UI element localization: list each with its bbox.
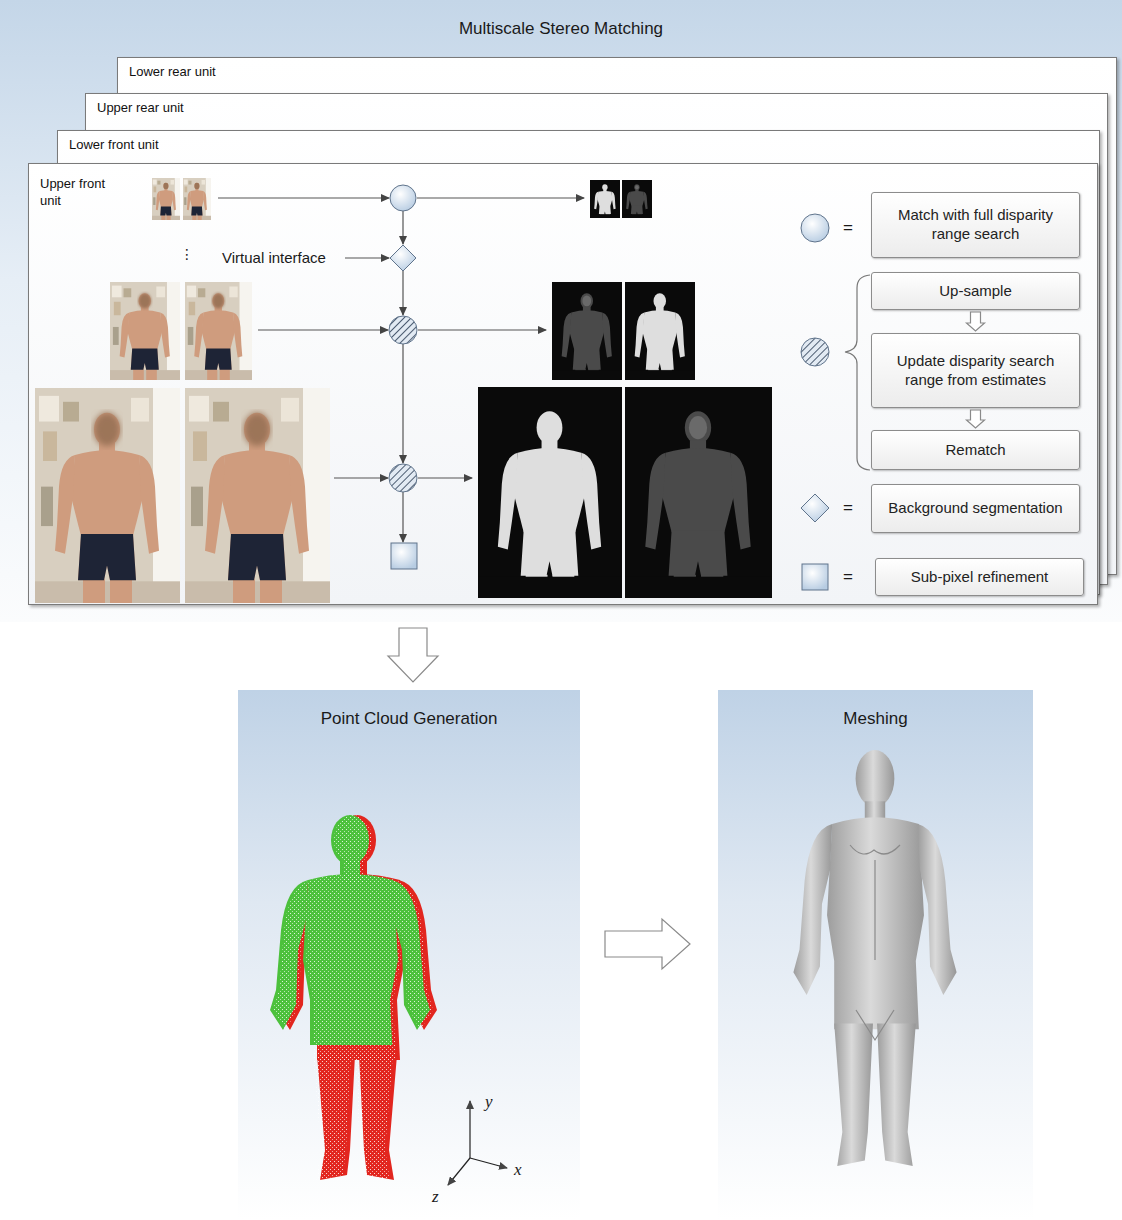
stereo-image: [110, 282, 180, 380]
point-texture: [273, 815, 433, 1180]
input-label: Virtual interface: [222, 249, 326, 266]
hollow-arrow: [388, 628, 438, 682]
disparity-map: [622, 180, 652, 218]
stereo-thumbnail: [183, 178, 211, 220]
stereo-image: [185, 282, 252, 380]
legend-box: Match with full disparity range search: [871, 192, 1080, 258]
legend-box: Rematch: [871, 430, 1080, 470]
hollow-arrow: [967, 410, 985, 428]
node-text: Upper front unit: [40, 176, 124, 210]
node-text: Multiscale Stereo Matching: [0, 0, 1122, 39]
legend-box: Update disparity search range from estim…: [871, 333, 1080, 408]
hollow-arrow: [605, 919, 690, 969]
axes: [448, 1101, 507, 1185]
mesh-illustration: [718, 690, 1033, 1220]
node-text: Update disparity search range from estim…: [880, 352, 1071, 390]
axis-label: y: [485, 1092, 493, 1112]
node-text: Rematch: [945, 441, 1005, 460]
legend-box: Up-sample: [871, 272, 1080, 310]
mesh-shading: [850, 845, 900, 1040]
stage-panel: Point Cloud Generation: [238, 690, 580, 1220]
stereo-image: [35, 388, 180, 603]
node-text: Point Cloud Generation: [238, 690, 580, 729]
disparity-map: [478, 387, 622, 598]
disparity-map: [590, 180, 620, 218]
point-cloud-illustration: [238, 690, 580, 1220]
equals-sign: =: [843, 567, 853, 587]
flow-lines: [218, 198, 584, 542]
unit-card: Upper front unitMatch with full disparit…: [28, 163, 1098, 605]
stage-panel: Multiscale Stereo MatchingLower rear uni…: [0, 0, 1122, 622]
axis-label: z: [432, 1187, 439, 1207]
legend-box: Sub-pixel refinement: [875, 558, 1084, 596]
node-text: Up-sample: [939, 282, 1012, 301]
node-text: Upper rear unit: [97, 100, 1107, 117]
equals-sign: =: [843, 498, 853, 518]
mesh-figure: [793, 750, 956, 1166]
disparity-map: [625, 282, 695, 380]
node-text: Meshing: [718, 690, 1033, 729]
process-symbols: [389, 185, 829, 590]
equals-sign: =: [843, 218, 853, 238]
disparity-map: [552, 282, 622, 380]
legend-box: Background segmentation: [871, 484, 1080, 533]
ellipsis: ⋮: [180, 246, 194, 262]
node-text: Match with full disparity range search: [880, 206, 1071, 244]
hollow-arrow: [967, 312, 985, 331]
node-text: Lower rear unit: [129, 64, 1116, 81]
stereo-thumbnail: [152, 178, 180, 220]
stage-panel: Meshing: [718, 690, 1033, 1220]
axis-label: x: [514, 1160, 522, 1180]
brace: [845, 275, 870, 470]
node-text: Lower front unit: [69, 137, 1099, 154]
disparity-map: [625, 387, 772, 598]
stereo-image: [185, 388, 330, 603]
node-text: Background segmentation: [888, 499, 1062, 518]
node-text: Sub-pixel refinement: [911, 568, 1049, 587]
